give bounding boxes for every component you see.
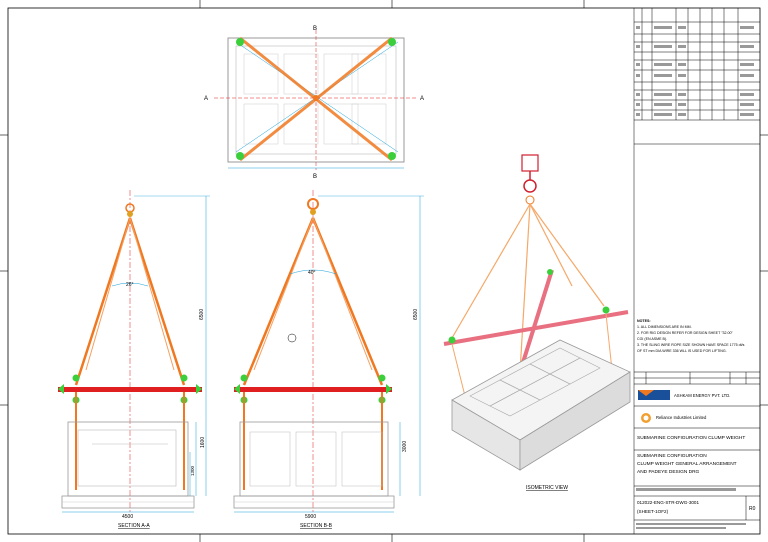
isometric-label: ISOMETRIC VIEW: [526, 485, 568, 491]
height-dim-a: 6500: [199, 309, 205, 320]
client-name: Reliance Industries Limited: [656, 415, 707, 420]
section-mark-b-top: B: [313, 26, 317, 32]
title-block-filler-text: [636, 26, 754, 529]
sling-a-left: [74, 217, 132, 386]
angle-a: 26°: [126, 282, 134, 288]
weight-height-a: 1600: [200, 437, 206, 448]
revision: R0: [749, 506, 756, 512]
crane-hook-block: [521, 154, 539, 172]
clump-weight-a: [67, 421, 189, 497]
width-dim-a: 4500: [122, 514, 133, 520]
section-b-view: 40° 6500 3000 5900 SECTION B-B: [233, 190, 424, 529]
sling-a-right: [128, 217, 186, 386]
crane-hook-icon: [523, 179, 537, 193]
sling-b-left: [242, 217, 315, 386]
note-line-1: 1. ALL DIMENSIONS ARE IN MM.: [637, 325, 692, 329]
section-mark-b-bottom: B: [313, 174, 317, 180]
width-dim-b: 5900: [305, 514, 316, 520]
weight-height-b: 3000: [402, 441, 408, 452]
notes-heading: NOTES:: [637, 319, 651, 323]
clump-weight-b: [239, 421, 389, 497]
height-dim-b: 6500: [413, 309, 419, 320]
iso-spreader-1: [443, 310, 629, 346]
note-line-4: 3. THE SLING WIRE ROPE SIZE SHOWN HAVE S…: [637, 343, 745, 347]
note-line-3: CGI (EN ASME B).: [637, 337, 668, 341]
section-b-label: SECTION B-B: [300, 523, 333, 529]
spreader-bar-a: [58, 387, 202, 392]
title-line-2: CLUMP WEIGHT GENERAL ARRANGEMENT: [637, 462, 737, 467]
section-a-label: SECTION A-A: [118, 523, 150, 529]
client-logo-icon: [641, 413, 651, 423]
section-mark-a-left: A: [204, 96, 208, 102]
plan-shackles: [236, 38, 396, 160]
iso-spreader-2: [518, 269, 554, 373]
angle-b: 40°: [308, 270, 316, 276]
weight-height-a2: 1300: [190, 465, 195, 476]
company-name: ASHKAM ENERGY PVT. LTD.: [674, 393, 731, 398]
note-line-2: 2. FOR RIG DESIGN REFER FOR DESIGN SHEET…: [637, 331, 733, 335]
sheet-number: (SHEET-1OF2): [637, 509, 669, 514]
section-mark-a-right: A: [420, 96, 424, 102]
company-logo: [638, 390, 670, 400]
title-block: [633, 8, 760, 534]
title-line-3: AND PADEYE DESIGN DRG: [637, 470, 700, 475]
project-name: SUBMARINE CONFIGURATION CLUMP WEIGHT: [637, 436, 746, 441]
spreader-bar-b: [234, 387, 392, 392]
notes-section: NOTES: 1. ALL DIMENSIONS ARE IN MM. 2. F…: [637, 318, 759, 354]
title-line-1: SUBMARINE CONFIGURATION: [637, 454, 707, 459]
document-number: 012022-ENG-STR-DWG-3001: [637, 500, 700, 505]
note-line-5: OF ST mm DIA WIRE 336 WLL IS USED FOR LI…: [637, 349, 727, 353]
section-a-view: 26° 6500 1600 1300 4500 SECTION A-A: [58, 190, 210, 529]
isometric-view: ISOMETRIC VIEW: [443, 154, 631, 491]
sling-b-right: [311, 217, 384, 386]
plan-view: A A B B: [204, 26, 424, 180]
